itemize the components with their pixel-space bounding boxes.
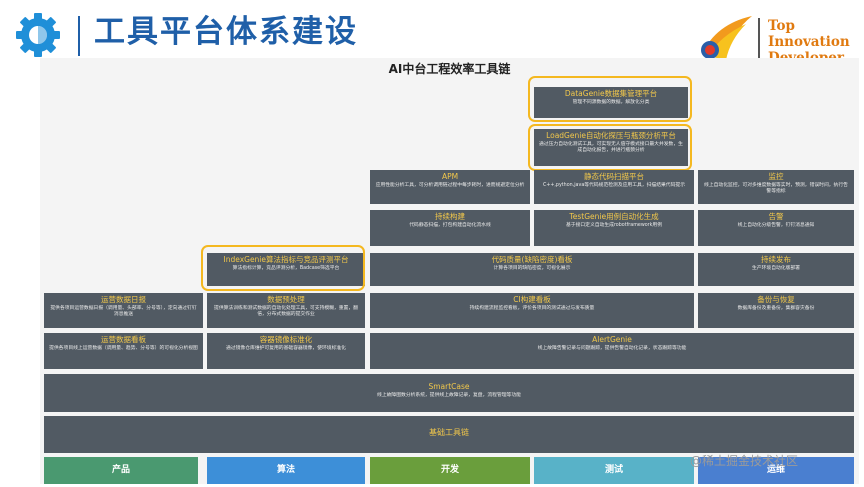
brand-line-1: Top [768,18,795,34]
ops-report-title: 运营数据日报 [101,295,146,304]
apm-desc: 应用性能分析工具，可分析调用链过程中每步耗时，进而规避定位分析 [375,183,525,188]
stage-operations: 运维 [698,457,854,484]
brand-line-2: Innovation [768,34,850,50]
ops-board-desc: 提供各项目线上运营数据（调用量、趋势、分号等）的可视化分析视图 [49,346,198,351]
alert-desc: 线上自动化分级告警，钉钉消息通知 [737,223,815,228]
ops-board-box: 运营数据看板 提供各项目线上运营数据（调用量、趋势、分号等）的可视化分析视图 [44,333,203,369]
stage-development: 开发 [370,457,530,484]
container-box: 容器镜像标准化 通过镜像仓库维护可复用的基础容器镜像，使环境标准化 [207,333,365,369]
ci-board-desc: 持续构建流程监控看板，评价各项目的测试通过与发布质量 [469,306,595,311]
indexgenie-box: IndexGenie算法指标与竞品评测平台 算法指标计算，竞品评测分析，Badc… [207,253,365,286]
datagenie-desc: 管理不同源数据的数据，解放化分类 [572,100,650,105]
static-scan-desc: C++,python,java等代码规范检测及应用工具，扫描结果代码提示 [542,183,685,188]
diagram-title: AI中台工程效率工具链 [388,62,511,76]
smartcase-title: SmartCase [428,382,470,391]
testgenie-desc: 基于接口定义自动生成robotframework用例 [565,223,663,228]
continuous-build-title: 持续构建 [435,212,465,221]
apm-title: APM [441,172,459,181]
stage-testing: 测试 [534,457,694,484]
indexgenie-desc: 算法指标计算，竞品评测分析，Badcase筛选平台 [232,266,340,271]
continuous-release-desc: 生产环境自动化版部署 [752,266,800,271]
loadgenie-desc: 通过压力自动化测试工具，可实现无人值守模式接口最大并发数，生成自动化报告，并进行… [539,142,683,154]
code-quality-box: 代码质量(缺陷密度)看板 计算各项目的缺陷密度，可视化展示 [370,253,694,286]
preprocess-desc: 提供算法训练和测试数据的自动化处理工具，可支持模糊，重置，翻倍，分布式数据的提交… [214,306,358,318]
continuous-release-box: 持续发布 生产环境自动化版部署 [698,253,854,286]
continuous-build-box: 持续构建 代码静态扫描，打包构建自动化流水线 [370,210,530,246]
base-tools-title: 基础工具链 [429,428,469,437]
ops-report-box: 运营数据日报 提供各项目运营数据日报（调用量、头部率、分号等），定向通过钉钉消息… [44,293,203,328]
ops-report-desc: 提供各项目运营数据日报（调用量、头部率、分号等），定向通过钉钉消息推送 [50,306,197,318]
backup-box: 备份与恢复 数据库备份及重备份，集群容灾备份 [698,293,854,328]
alert-title: 告警 [768,212,784,221]
alertgenie-title: AlertGenie [592,335,632,344]
continuous-build-desc: 代码静态扫描，打包构建自动化流水线 [409,223,491,228]
brand-divider [758,18,760,62]
testgenie-box: TestGenie用例自动化生成 基于接口定义自动生成robotframewor… [534,210,694,246]
stage-product: 产品 [44,457,198,484]
continuous-release-title: 持续发布 [761,255,791,264]
indexgenie-highlight [201,245,365,291]
container-title: 容器镜像标准化 [259,335,313,344]
ops-board-title: 运营数据看板 [101,335,146,344]
alert-box: 告警 线上自动化分级告警，钉钉消息通知 [698,210,854,246]
ci-board-title: CI构建看板 [513,295,551,304]
smartcase-desc: 线上故障图数分析系统，提供线上故障记录，复盘，流程管理等功能 [377,393,521,398]
header-divider [78,16,80,56]
ci-board-box: CI构建看板 持续构建流程监控看板，评价各项目的测试通过与发布质量 [370,293,694,328]
testgenie-title: TestGenie用例自动化生成 [569,212,659,221]
brand-logo-icon [701,16,752,60]
monitor-box: 监控 线上自动化监控，可对多维度数据等实时，预测，错误时间，执行告警等指标 [698,170,854,204]
static-scan-box: 静态代码扫描平台 C++,python,java等代码规范检测及应用工具，扫描结… [534,170,694,204]
datagenie-highlight [528,76,692,122]
code-quality-desc: 计算各项目的缺陷密度，可视化展示 [493,266,571,271]
preprocess-box: 数据预处理 提供算法训练和测试数据的自动化处理工具，可支持模糊，重置，翻倍，分布… [207,293,365,328]
alertgenie-desc: 线上故障告警记录与问题跟踪，提供告警自动化记录，状态跟踪等功能 [537,346,687,351]
base-tools-box: 基础工具链 [44,416,854,453]
backup-title: 备份与恢复 [757,295,795,304]
indexgenie-title: IndexGenie算法指标与竞品评测平台 [223,255,349,264]
gear-logo-icon [16,13,60,57]
loadgenie-highlight [528,124,692,171]
monitor-title: 监控 [768,172,784,181]
static-scan-title: 静态代码扫描平台 [584,172,644,181]
stage-algorithm: 算法 [207,457,365,484]
container-desc: 通过镜像仓库维护可复用的基础容器镜像，使环境标准化 [226,346,346,351]
loadgenie-title: LoadGenie自动化探压与瓶颈分析平台 [546,131,676,140]
alertgenie-box: AlertGenie 线上故障告警记录与问题跟踪，提供告警自动化记录，状态跟踪等… [370,333,854,369]
apm-box: APM 应用性能分析工具，可分析调用链过程中每步耗时，进而规避定位分析 [370,170,530,204]
datagenie-title: DataGenie数据集管理平台 [564,89,658,98]
smartcase-box: SmartCase 线上故障图数分析系统，提供线上故障记录，复盘，流程管理等功能 [44,374,854,412]
monitor-desc: 线上自动化监控，可对多维度数据等实时，预测，错误时间，执行告警等指标 [704,183,848,195]
datagenie-box: DataGenie数据集管理平台 管理不同源数据的数据，解放化分类 [534,87,688,118]
watermark: @稀土掘金技术社区 [690,454,799,468]
code-quality-title: 代码质量(缺陷密度)看板 [491,255,573,264]
preprocess-title: 数据预处理 [267,295,305,304]
page-title: 工具平台体系建设 [94,14,358,50]
loadgenie-box: LoadGenie自动化探压与瓶颈分析平台 通过压力自动化测试工具，可实现无人值… [534,129,688,166]
backup-desc: 数据库备份及重备份，集群容灾备份 [737,306,815,311]
